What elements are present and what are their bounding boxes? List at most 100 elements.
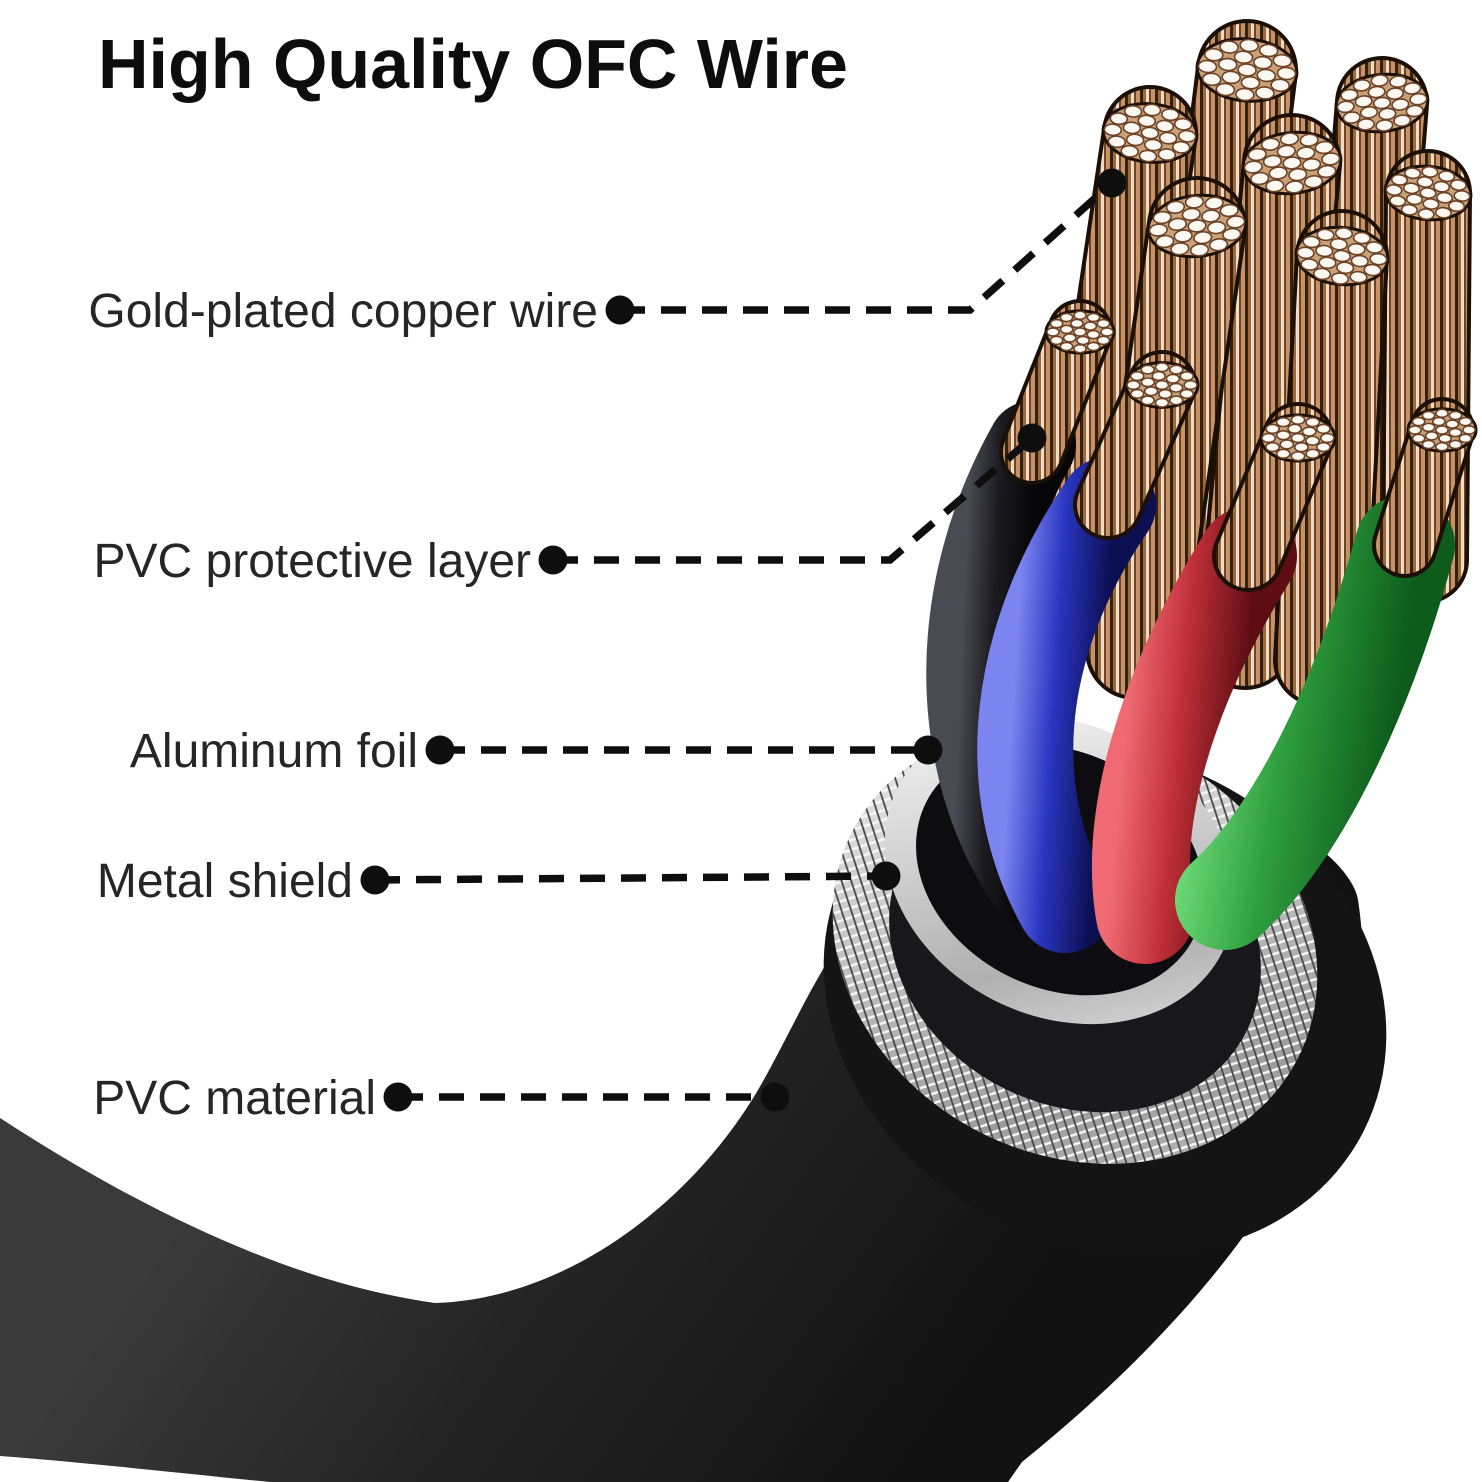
copper-strand-end bbox=[1140, 395, 1156, 406]
copper-strand-end bbox=[1265, 179, 1285, 193]
copper-strand-end bbox=[1219, 40, 1239, 54]
copper-strand-end bbox=[1319, 432, 1335, 444]
copper-strand-end bbox=[1059, 312, 1074, 323]
copper-strand-end bbox=[1201, 209, 1221, 223]
copper-strand-end bbox=[1447, 200, 1466, 213]
copper-strand-end bbox=[1438, 433, 1453, 444]
copper-bundle-face bbox=[1146, 193, 1248, 259]
copper-strand-end bbox=[1140, 126, 1160, 140]
copper-strand-end bbox=[1315, 441, 1331, 453]
copper-strand-end bbox=[1073, 327, 1087, 337]
copper-strand-end bbox=[1433, 180, 1451, 193]
copper-strand-end bbox=[1148, 223, 1168, 237]
inner-wires bbox=[926, 401, 1455, 964]
copper-tip-face bbox=[1044, 309, 1116, 355]
copper-strand-end bbox=[1258, 43, 1279, 58]
copper-strand-end bbox=[1152, 210, 1172, 225]
copper-strand-end bbox=[1363, 263, 1382, 277]
copper-strand-end bbox=[1129, 371, 1145, 382]
copper-strand-end bbox=[1219, 203, 1239, 218]
copper-strand-end bbox=[1262, 154, 1283, 169]
copper-strand-end bbox=[1314, 140, 1334, 155]
copper-strand-end bbox=[1272, 53, 1293, 68]
copper-strand-end bbox=[1086, 312, 1101, 323]
copper-strand-end bbox=[1315, 244, 1334, 258]
copper-strand-end bbox=[1340, 88, 1359, 102]
copper-strand-end bbox=[1359, 106, 1379, 119]
copper-strand-end bbox=[1154, 397, 1170, 408]
copper-strand-end bbox=[1299, 133, 1319, 147]
copper-strand-end bbox=[1155, 119, 1175, 133]
copper-strand-end bbox=[1421, 439, 1436, 450]
copper-strand-end bbox=[1367, 85, 1386, 99]
copper-strand-end bbox=[1179, 388, 1195, 399]
copper-strand-end bbox=[1393, 114, 1412, 127]
copper-strand-end bbox=[1342, 111, 1361, 124]
copper-strand-end bbox=[1103, 123, 1123, 137]
copper-strand-end bbox=[1390, 173, 1409, 186]
copper-strand-end bbox=[1073, 310, 1087, 321]
wire-copper-tips bbox=[999, 299, 1478, 592]
label-metal-shield: Metal shield bbox=[97, 855, 353, 908]
copper-strand-end bbox=[1197, 59, 1218, 74]
copper-strand-end bbox=[1301, 426, 1317, 437]
copper-strand-end bbox=[1276, 66, 1297, 81]
copper-strand-end bbox=[1350, 254, 1369, 268]
copper-strand-end bbox=[1300, 258, 1319, 271]
copper-strand-end bbox=[1076, 335, 1091, 346]
copper-strand-end bbox=[1458, 416, 1473, 427]
copper-strand-end bbox=[1329, 237, 1348, 251]
copper-strand-end bbox=[1370, 74, 1389, 87]
leader-dot-label-end bbox=[538, 545, 568, 575]
copper-strand-end bbox=[1411, 416, 1426, 427]
copper-strand-end bbox=[1268, 166, 1288, 180]
copper-strand-end bbox=[1193, 230, 1213, 245]
copper-strand-end bbox=[1302, 235, 1321, 249]
copper-bundle-face bbox=[1195, 37, 1299, 103]
copper-strand-end bbox=[1086, 341, 1101, 352]
copper-strand-end bbox=[1284, 180, 1305, 194]
copper-strand-end bbox=[1151, 370, 1167, 382]
copper-strand-end bbox=[1126, 379, 1141, 391]
copper-strand-end bbox=[1049, 318, 1064, 329]
copper-strand-end bbox=[1282, 156, 1302, 170]
copper-strand-end bbox=[1256, 68, 1277, 83]
copper-strand-end bbox=[1389, 75, 1408, 88]
copper-strand-end bbox=[1403, 82, 1422, 95]
copper-strand-end bbox=[1173, 117, 1193, 131]
copper-strand-end bbox=[1290, 451, 1306, 462]
copper-strand-end bbox=[1448, 439, 1463, 450]
text-layer: High Quality OFC Wire Gold-plated copper… bbox=[88, 25, 848, 1125]
copper-strand-end bbox=[1330, 272, 1350, 285]
copper-strand-end bbox=[1305, 435, 1321, 446]
copper-bundle-face bbox=[1383, 164, 1473, 222]
copper-strand-end bbox=[1438, 170, 1456, 183]
copper-strand-end bbox=[1354, 95, 1373, 108]
copper-strand-end bbox=[1096, 335, 1111, 346]
copper-strand-end bbox=[1143, 138, 1163, 152]
copper-strand-end bbox=[1168, 395, 1184, 406]
leader-metal-shield bbox=[360, 861, 901, 895]
copper-strand-end bbox=[1321, 152, 1341, 166]
copper-strand-end bbox=[1235, 87, 1255, 102]
leader-gold-plated-copper-wire bbox=[605, 168, 1127, 325]
copper-strand-end bbox=[1405, 193, 1423, 206]
copper-strand-end bbox=[1140, 377, 1156, 388]
copper-strand-end bbox=[1086, 329, 1101, 340]
copper-strand-end bbox=[1275, 448, 1291, 459]
copper-strand-end bbox=[1109, 112, 1129, 126]
copper-strand-end bbox=[1290, 432, 1306, 444]
copper-strand-end bbox=[1237, 63, 1257, 77]
copper-strand-end bbox=[1222, 227, 1242, 242]
copper-strand-end bbox=[1046, 327, 1060, 337]
copper-bundle-face bbox=[1241, 130, 1343, 196]
copper-strand-end bbox=[1173, 229, 1193, 243]
copper-strand-end bbox=[1187, 219, 1207, 233]
copper-strand-end bbox=[1123, 104, 1143, 118]
copper-strand-end bbox=[1287, 423, 1303, 434]
leader-dot-label-end bbox=[425, 735, 455, 765]
leader-dashed-line bbox=[620, 180, 1115, 314]
copper-bundle-7 bbox=[1273, 209, 1390, 707]
leader-aluminum-foil bbox=[425, 735, 943, 765]
